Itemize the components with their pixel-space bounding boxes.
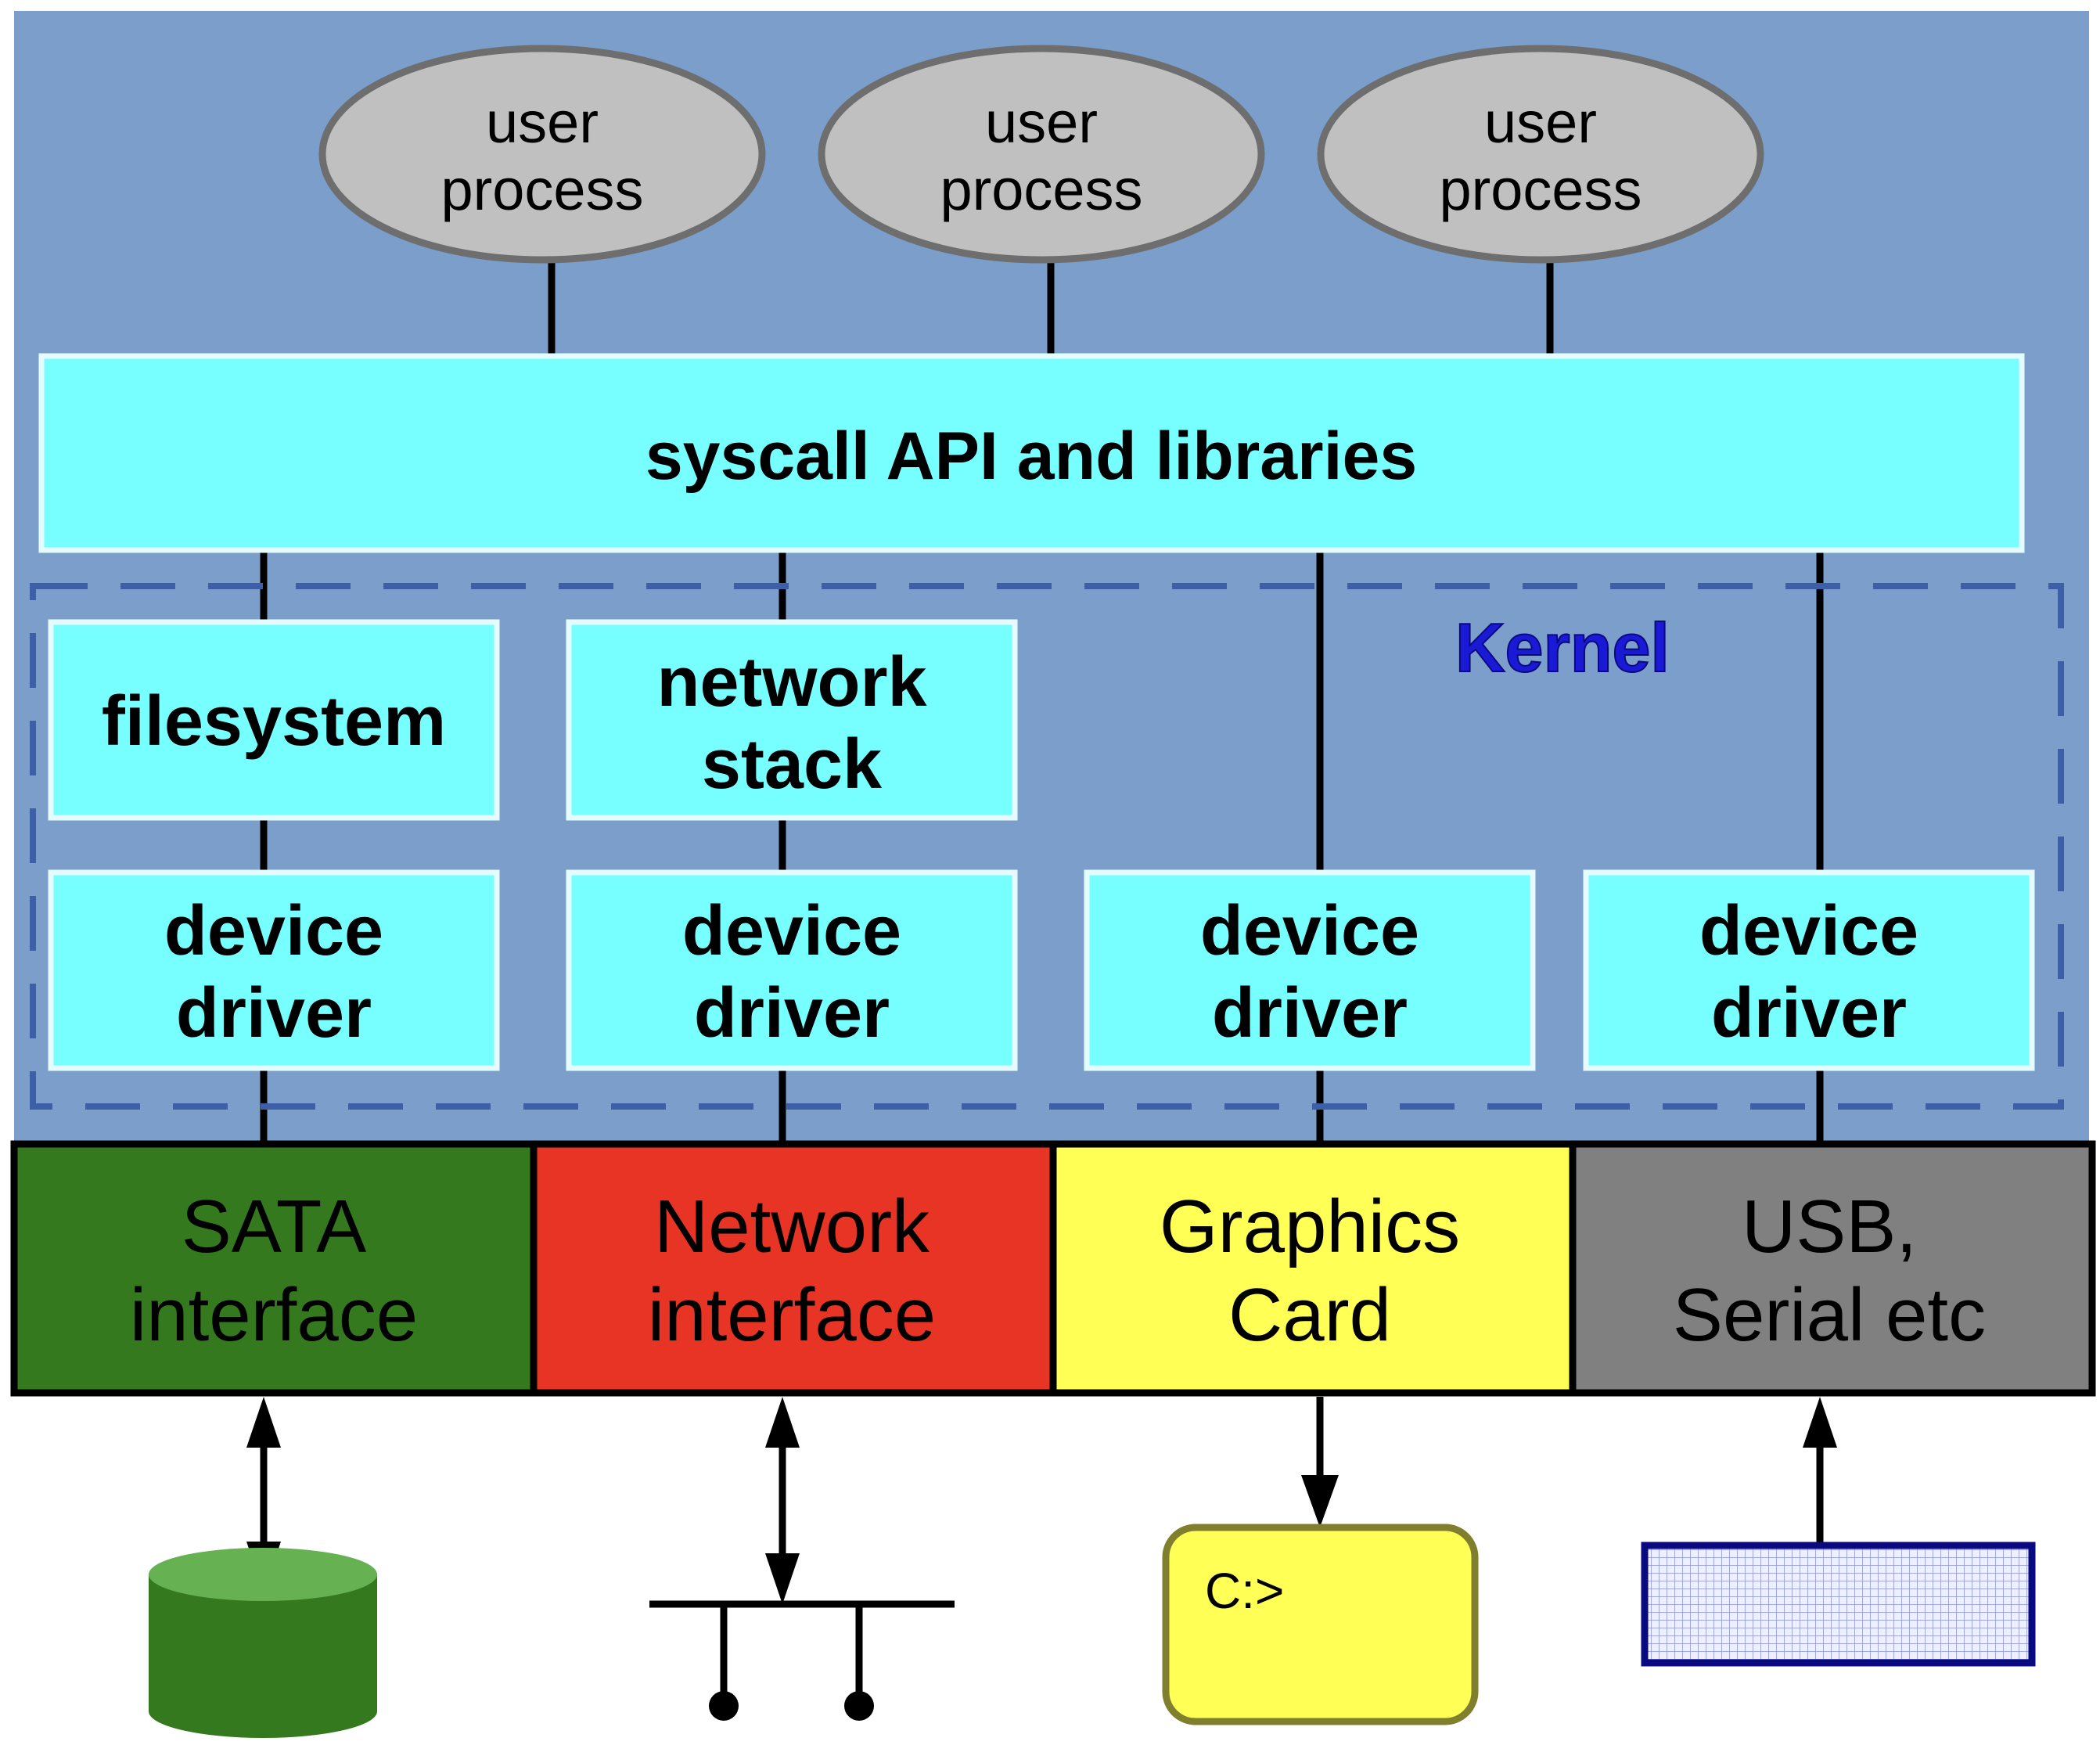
device-driver-3: device driver xyxy=(1084,869,1536,1071)
network-bus-icon xyxy=(649,1600,955,1721)
disk-drive-icon xyxy=(149,1548,377,1738)
filesystem-box: filesystem xyxy=(48,619,500,821)
sata-interface-box xyxy=(10,1140,538,1397)
user-process-3-line2: process xyxy=(1439,157,1642,222)
hardware-row: SATA interface Network interface Graphic… xyxy=(10,1140,2096,1397)
graphics-card-line1: Graphics xyxy=(1160,1185,1460,1268)
user-process-1-line2: process xyxy=(440,157,643,222)
network-stack-box: network stack xyxy=(566,619,1018,821)
kernel-label: Kernel xyxy=(1455,609,1670,686)
process-connectors xyxy=(548,260,1554,358)
device-driver-3-line2: driver xyxy=(1212,974,1408,1052)
graphics-card-line2: Card xyxy=(1228,1273,1391,1357)
device-driver-1: device driver xyxy=(48,869,500,1071)
syscall-api-label: syscall API and libraries xyxy=(645,419,1417,494)
device-driver-4-line1: device xyxy=(1699,892,1918,970)
syscall-api-box: syscall API and libraries xyxy=(38,353,2025,553)
device-driver-2-line2: driver xyxy=(694,974,890,1052)
network-bidirectional-arrow xyxy=(765,1397,800,1604)
sata-interface-line2: interface xyxy=(130,1273,418,1357)
device-driver-2-line1: device xyxy=(682,892,901,970)
user-process-3: user process xyxy=(1317,45,1764,264)
network-stack-line2: stack xyxy=(702,725,883,804)
graphics-card-box xyxy=(1049,1140,1577,1397)
usb-serial-box xyxy=(1569,1140,2096,1397)
user-process-2: user process xyxy=(818,45,1265,264)
device-driver-2: device driver xyxy=(566,869,1018,1071)
device-driver-4-line2: driver xyxy=(1711,974,1907,1052)
user-process-2-line1: user xyxy=(985,90,1098,155)
user-process-3-line1: user xyxy=(1484,90,1597,155)
user-process-2-line2: process xyxy=(940,157,1142,222)
filesystem-label: filesystem xyxy=(102,682,446,761)
usb-serial-line1: USB, xyxy=(1742,1185,1917,1268)
terminal-screen-icon: C:> xyxy=(1162,1524,1479,1725)
sata-interface-line1: SATA xyxy=(182,1185,366,1268)
device-driver-1-line2: driver xyxy=(176,974,372,1052)
user-process-1: user process xyxy=(318,45,766,264)
network-interface-line1: Network xyxy=(654,1185,930,1268)
network-interface-line2: interface xyxy=(648,1273,936,1357)
usb-serial-line2: Serial etc xyxy=(1673,1273,1986,1357)
user-process-1-line1: user xyxy=(486,90,599,155)
network-stack-line1: network xyxy=(656,643,927,721)
keyboard-icon xyxy=(1641,1542,2036,1667)
usb-input-arrow xyxy=(1803,1397,1837,1545)
kernel-boundary xyxy=(30,583,2064,1110)
terminal-prompt: C:> xyxy=(1205,1563,1284,1619)
device-driver-4: device driver xyxy=(1583,869,2035,1071)
device-driver-3-line1: device xyxy=(1200,892,1419,970)
device-driver-1-line1: device xyxy=(164,892,383,970)
graphics-output-arrow xyxy=(1301,1397,1339,1527)
